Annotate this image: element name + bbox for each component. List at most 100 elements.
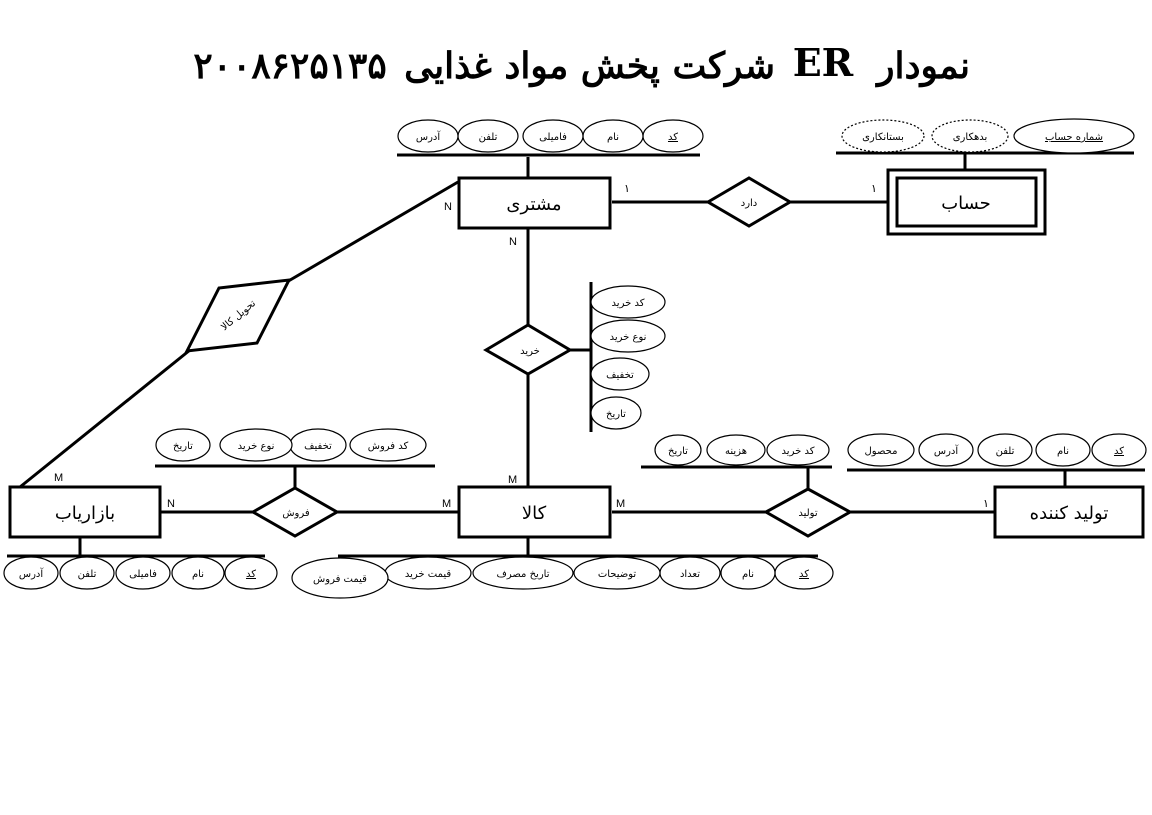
attribute-sale-3[interactable]: تاریخ: [155, 428, 211, 462]
attribute-producer-4[interactable]: محصول: [847, 433, 915, 467]
attribute-label: کد فروش: [368, 441, 409, 452]
connectors: [19, 154, 1067, 556]
attribute-product-4[interactable]: تاریخ مصرف: [472, 556, 574, 590]
relationship-purchase[interactable]: خرید: [483, 323, 573, 376]
line-customer-delivery: [284, 180, 459, 285]
attribute-product-1[interactable]: نام: [720, 556, 776, 590]
attribute-oval: [219, 428, 293, 462]
relationship-delivery[interactable]: تحویل کالا: [184, 278, 292, 353]
attribute-oval: [349, 428, 427, 462]
attribute-label: نام: [1057, 446, 1069, 457]
attribute-producer-0[interactable]: کد: [1091, 433, 1147, 467]
attribute-sale-1[interactable]: تخفیف: [289, 428, 347, 462]
attribute-oval: [654, 434, 702, 466]
attribute-product-6[interactable]: قیمت فروش: [291, 557, 389, 599]
attribute-label: تلفن: [996, 446, 1015, 457]
attribute-producer-3[interactable]: آدرس: [918, 433, 974, 467]
attribute-marketer-0[interactable]: کد: [224, 556, 278, 590]
card-customer-delivery: N: [444, 201, 452, 213]
attribute-marketer-4[interactable]: آدرس: [3, 556, 59, 590]
entity-producer[interactable]: تولید کننده: [993, 485, 1145, 539]
entity-product-label: کالا: [522, 503, 547, 524]
entity-account[interactable]: حساب: [886, 168, 1047, 236]
attribute-producer-1[interactable]: نام: [1035, 433, 1091, 467]
attribute-oval: [291, 557, 389, 599]
attribute-label: کد: [668, 132, 678, 143]
attribute-product-2[interactable]: تعداد: [659, 556, 721, 590]
attribute-product-5[interactable]: قیمت خرید: [384, 556, 472, 590]
attribute-purchase-0[interactable]: کد خرید: [590, 285, 666, 319]
attribute-oval: [397, 119, 459, 153]
attribute-product-3[interactable]: توضیحات: [573, 556, 661, 590]
attribute-producer-2[interactable]: تلفن: [977, 433, 1033, 467]
entity-account-label: حساب: [941, 193, 991, 214]
attribute-customer-4[interactable]: آدرس: [397, 119, 459, 153]
attribute-oval: [472, 556, 574, 590]
card-marketer-sale: N: [167, 498, 175, 510]
attribute-label: بدهکاری: [953, 132, 988, 143]
attribute-label: نوع خرید: [610, 332, 647, 343]
cardinality-labels: ۱ ۱ N N M N M M M ۱: [54, 183, 989, 510]
attribute-marketer-1[interactable]: نام: [171, 556, 225, 590]
attribute-label: تعداد: [680, 569, 700, 580]
attribute-oval: [847, 433, 915, 467]
attribute-bars: [7, 151, 1145, 558]
attribute-label: تلفن: [479, 132, 498, 143]
attribute-label: فامیلی: [129, 569, 157, 580]
entity-customer-label: مشتری: [506, 194, 561, 215]
entity-customer[interactable]: مشتری: [457, 176, 612, 230]
relationship-sale[interactable]: فروش: [249, 486, 341, 538]
attribute-label: نام: [607, 132, 619, 143]
attribute-oval: [720, 556, 776, 590]
attribute-oval: [171, 556, 225, 590]
attribute-oval: [1035, 433, 1091, 467]
attribute-account-1[interactable]: بدهکاری: [931, 119, 1009, 153]
diagram-title: نمودار ER شرکت پخش مواد غذایی ۲۰۰۸۶۲۵۱۳۵: [193, 40, 970, 88]
attribute-product-0[interactable]: کد: [774, 556, 834, 590]
attribute-sale-0[interactable]: کد فروش: [349, 428, 427, 462]
attribute-account-2[interactable]: بستانکاری: [841, 119, 925, 153]
attribute-oval: [766, 434, 830, 466]
attribute-label: آدرس: [19, 567, 44, 580]
attribute-customer-3[interactable]: تلفن: [457, 119, 519, 153]
attribute-customer-0[interactable]: کد: [642, 119, 704, 153]
title-part1: نمودار: [874, 45, 970, 88]
attribute-oval: [590, 319, 666, 353]
attribute-purchase-1[interactable]: نوع خرید: [590, 319, 666, 353]
card-product-purchase: M: [508, 474, 517, 486]
attribute-oval: [841, 119, 925, 153]
attribute-oval: [1091, 433, 1147, 467]
attribute-oval: [706, 434, 766, 466]
attribute-purchase-3[interactable]: تاریخ: [590, 396, 642, 430]
attribute-account-0[interactable]: شماره حساب: [1013, 118, 1135, 154]
attribute-label: کد خرید: [782, 446, 815, 457]
attribute-label: فامیلی: [539, 132, 567, 143]
title-part2: شرکت پخش مواد غذایی: [404, 45, 775, 88]
relationship-production[interactable]: تولید: [762, 487, 854, 538]
entity-marketer[interactable]: بازاریاب: [8, 485, 162, 539]
attribute-label: کد خرید: [612, 298, 645, 309]
entity-marketer-label: بازاریاب: [55, 503, 115, 524]
attribute-production-1[interactable]: هزینه: [706, 434, 766, 466]
relationship-has[interactable]: دارد: [705, 176, 793, 228]
attribute-label: تاریخ: [668, 446, 688, 457]
attribute-marketer-3[interactable]: تلفن: [59, 556, 115, 590]
attribute-oval: [977, 433, 1033, 467]
attribute-oval: [1013, 118, 1135, 154]
card-customer-has: ۱: [624, 183, 630, 195]
attribute-customer-2[interactable]: فامیلی: [522, 119, 584, 153]
attribute-production-0[interactable]: کد خرید: [766, 434, 830, 466]
attribute-label: آدرس: [934, 444, 959, 457]
attribute-oval: [155, 428, 211, 462]
attribute-production-2[interactable]: تاریخ: [654, 434, 702, 466]
entity-product[interactable]: کالا: [457, 485, 612, 539]
card-producer-production: ۱: [983, 498, 989, 510]
attribute-sale-2[interactable]: نوع خرید: [219, 428, 293, 462]
attribute-customer-1[interactable]: نام: [582, 119, 644, 153]
attribute-purchase-2[interactable]: تخفیف: [590, 357, 650, 391]
attribute-marketer-2[interactable]: فامیلی: [115, 556, 171, 590]
attribute-label: توضیحات: [598, 569, 637, 580]
